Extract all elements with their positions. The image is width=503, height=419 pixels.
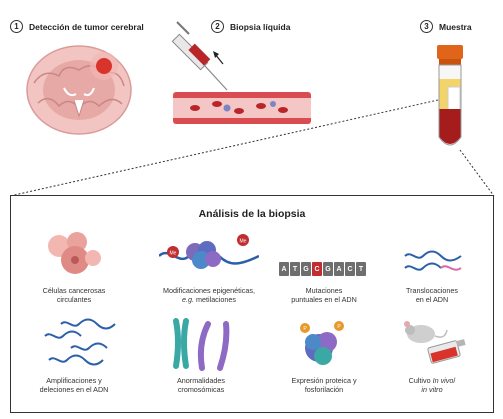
nucleotide: G [301,262,311,276]
caption-line: puntuales en el ADN [291,295,357,304]
caption-line: Mutaciones [305,286,343,295]
caption-epigenetic: Modificaciones epigenéticas, e.g. metila… [149,286,269,304]
caption-italic: e.g. [182,295,195,304]
caption-line: Amplificaciones y [46,376,102,385]
caption-line: metilaciones [194,295,236,304]
caption-circulating-cells: Células cancerosas circulantes [14,286,134,304]
culture-flask-icon [427,339,466,364]
caption-protein-expression: Expresión proteica y fosforilación [264,376,384,394]
step-3: 3 Muestra [420,20,472,33]
nucleotide: A [279,262,289,276]
protein-icon: P P [300,321,344,365]
p-label-2: P [337,324,341,330]
dna-sequence-icon: A T G C G A C T [279,262,366,276]
nucleotide: C [312,262,322,276]
caption-line: Cultivo [408,376,433,385]
caption-line: fosforilación [304,385,344,394]
step-1: 1 Detección de tumor cerebral [10,20,144,33]
caption-point-mutations: Mutaciones puntuales en el ADN [264,286,384,304]
translocation-dna-icon [404,250,462,271]
syringe-icon [171,21,228,91]
caption-translocations: Translocaciones en el ADN [372,286,492,304]
me-label-2: Me [240,239,247,245]
brain-illustration [26,45,132,135]
caption-line: / [453,376,456,385]
tumor-spot [96,58,112,74]
nucleotide: C [345,262,355,276]
blood-vessel [173,92,311,124]
nucleotide: G [323,262,333,276]
p-label-1: P [303,326,307,332]
tube-cap [437,45,463,59]
amplification-dna-icon [44,318,116,366]
caption-line: Expresión proteica y [291,376,357,385]
step-3-label: Muestra [439,21,472,32]
cancer-cells-icon [48,232,101,274]
caption-amplifications: Amplificaciones y deleciones en el ADN [14,376,134,394]
mouse-flask-icon [404,321,466,364]
step-3-number: 3 [420,20,433,33]
step-2-number: 2 [211,20,224,33]
caption-line: Modificaciones epigenéticas, [163,286,255,295]
me-label-1: Me [170,251,177,257]
sample-tube-illustration [437,45,463,146]
caption-line: Translocaciones [405,286,459,295]
caption-culture: Cultivo In vivo/ in vitro [372,376,492,394]
step-1-label: Detección de tumor cerebral [29,21,144,32]
caption-italic: In vivo [432,376,454,385]
caption-line: Anormalidades [177,376,225,385]
liquid-biopsy-illustration [171,21,311,124]
caption-line: Células cancerosas [42,286,106,295]
step-2: 2 Biopsia líquida [211,20,290,33]
panel-title: Análisis de la biopsia [198,208,306,220]
nucleotide: A [334,262,344,276]
caption-chromosome-abnormalities: Anormalidades cromosómicas [141,376,261,394]
step-2-label: Biopsia líquida [230,21,291,32]
caption-line: cromosómicas [177,385,225,394]
epigenetic-nucleosome-icon: Me Me [159,234,259,269]
step-1-number: 1 [10,20,23,33]
caption-line: en el ADN [415,295,449,304]
zoom-connector-lines [9,99,495,197]
nucleotide: T [356,262,366,276]
analysis-panel: Análisis de la biopsia Me Me A T G C G A… [10,195,494,413]
caption-line: circulantes [56,295,92,304]
caption-italic: in vitro [421,385,443,394]
mouse-icon [404,321,448,343]
arrow-up-icon [213,51,224,65]
caption-line: deleciones en el ADN [39,385,109,394]
chromosome-icon [173,318,230,371]
nucleotide: T [290,262,300,276]
blood-layer [439,109,461,144]
